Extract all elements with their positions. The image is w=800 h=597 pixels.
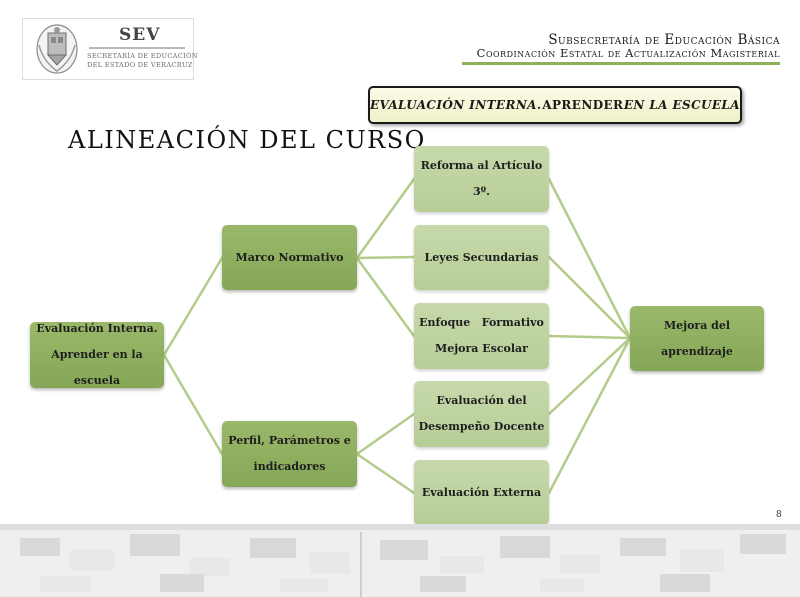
logo-abbreviation: SEV: [119, 25, 161, 45]
banner-part-2: APRENDER: [542, 98, 624, 112]
connector-desempeno-mejora: [547, 336, 632, 416]
node-enfoque-line-1: Enfoque Formativo: [419, 316, 544, 329]
node-externa-label: Evaluación Externa: [421, 485, 542, 499]
sev-logo: SEV SECRETARÍA DE EDUCACIÓN DEL ESTADO D…: [22, 18, 197, 80]
banner-part-1: EVALUACIÓN INTERNA.: [370, 98, 542, 112]
header-rule: [462, 62, 780, 65]
node-reforma-articulo: Reforma al Artículo 3º.: [414, 146, 549, 212]
connector-root-marco: [162, 256, 224, 357]
node-perfil-line-2: indicadores: [253, 460, 326, 473]
node-enfoque-line-2: Mejora Escolar: [435, 342, 528, 355]
node-perfil-line-1: Perfil, Parámetros e: [228, 434, 351, 447]
node-leyes-label: Leyes Secundarias: [424, 250, 539, 264]
node-marco-normativo-label: Marco Normativo: [235, 250, 344, 264]
node-evaluacion-interna-line-2: Aprender en la escuela: [51, 348, 143, 387]
node-enfoque-formativo: Enfoque Formativo Mejora Escolar: [414, 303, 549, 369]
connector-reforma-mejora: [547, 177, 632, 340]
node-mejora-label: Mejora del aprendizaje: [661, 318, 733, 358]
logo-divider: [89, 47, 185, 49]
connector-leyes-mejora: [547, 255, 632, 340]
node-evaluacion-desempeno: Evaluación del Desempeño Docente: [414, 381, 549, 447]
connector-enfoque-mejora: [547, 334, 632, 340]
node-evaluacion-externa: Evaluación Externa: [414, 460, 549, 525]
footer-pattern: [0, 524, 800, 597]
node-evaluacion-interna-line-1: Evaluación Interna.: [36, 322, 158, 335]
connector-perfil-externa: [355, 452, 416, 495]
node-reforma-label: Reforma al Artículo 3º.: [420, 159, 543, 198]
page-title: ALINEACIÓN DEL CURSO: [68, 126, 426, 154]
node-marco-normativo: Marco Normativo: [222, 225, 357, 290]
connector-perfil-desempeno: [355, 412, 416, 456]
logo-line-1: SECRETARÍA DE EDUCACIÓN: [87, 52, 198, 60]
connector-marco-leyes: [355, 255, 416, 260]
node-mejora-aprendizaje: Mejora del aprendizaje: [630, 306, 764, 371]
banner-text: EVALUACIÓN INTERNA. APRENDER EN LA ESCUE…: [370, 88, 740, 122]
logo-line-2: DEL ESTADO DE VERACRUZ: [87, 61, 193, 69]
page-number: 8: [776, 510, 782, 520]
coordinacion-title: Coordinación Estatal de Actualización Ma…: [476, 46, 780, 60]
node-leyes-secundarias: Leyes Secundarias: [414, 225, 549, 290]
course-banner: EVALUACIÓN INTERNA. APRENDER EN LA ESCUE…: [368, 86, 742, 124]
veracruz-seal-icon: [36, 24, 78, 74]
node-evaluacion-interna: Evaluación Interna. Aprender en la escue…: [30, 322, 164, 388]
subsecretaria-title: Subsecretaría de Educación Básica: [548, 32, 780, 48]
node-desempeno-line-1: Evaluación del: [436, 394, 527, 407]
connector-marco-reforma: [355, 177, 416, 260]
banner-part-3: EN LA ESCUELA: [623, 98, 740, 112]
connector-root-perfil: [162, 353, 224, 456]
node-desempeno-line-2: Desempeño Docente: [418, 420, 545, 433]
connector-externa-mejora: [547, 336, 632, 495]
connector-marco-enfoque: [355, 256, 416, 338]
node-perfil-parametros: Perfil, Parámetros e indicadores: [222, 421, 357, 487]
